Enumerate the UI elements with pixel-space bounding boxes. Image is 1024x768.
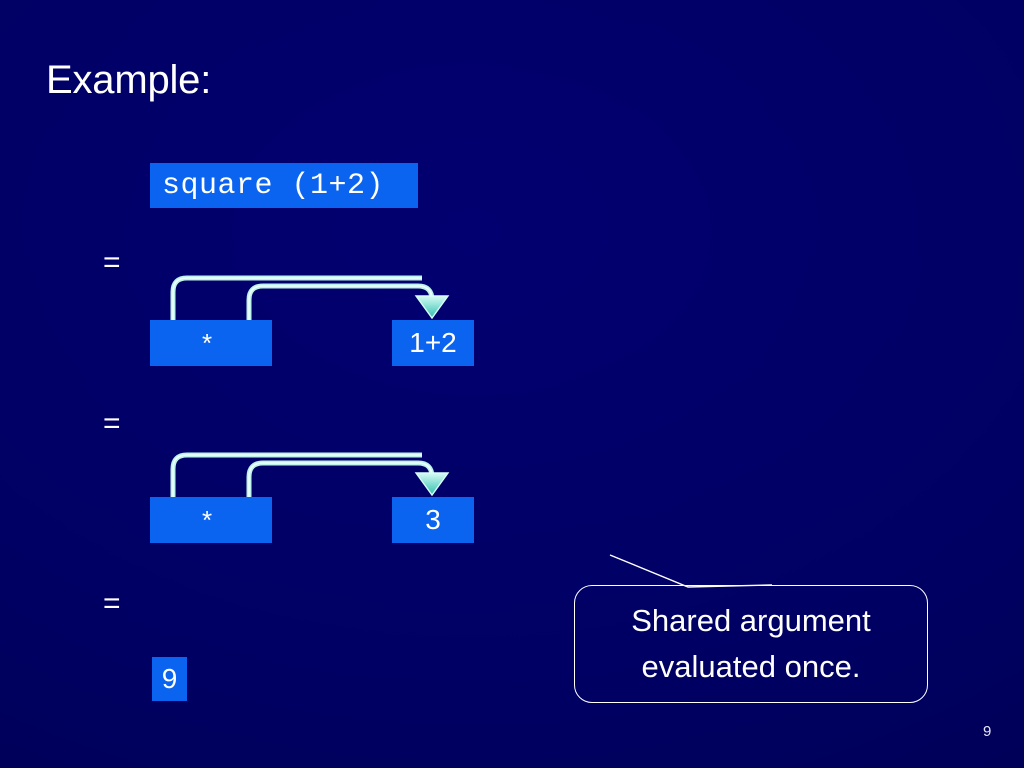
arrowhead-down-icon-2 [414, 472, 450, 497]
callout-line-1: Shared argument [631, 602, 871, 638]
page-number: 9 [983, 723, 992, 740]
callout-bubble: Shared argument evaluated once. [574, 585, 928, 703]
operator-box-1: * [150, 320, 272, 366]
shared-argument-arrow-icon-1 [170, 275, 450, 328]
equals-sign-1: = [103, 246, 121, 279]
callout-line-2: evaluated once. [641, 649, 861, 684]
argument-box-2: 3 [392, 497, 474, 543]
arrowhead-down-icon-1 [414, 295, 450, 320]
result-box: 9 [152, 657, 187, 701]
operator-box-2: * [150, 497, 272, 543]
shared-argument-arrow-icon-2 [170, 452, 450, 505]
page-title: Example: [46, 58, 212, 102]
equals-sign-3: = [103, 587, 121, 620]
argument-box-1: 1+2 [392, 320, 474, 366]
expression-source-box: square (1+2) [150, 163, 418, 208]
callout: Shared argument evaluated once. [574, 547, 928, 704]
equals-sign-2: = [103, 407, 121, 440]
